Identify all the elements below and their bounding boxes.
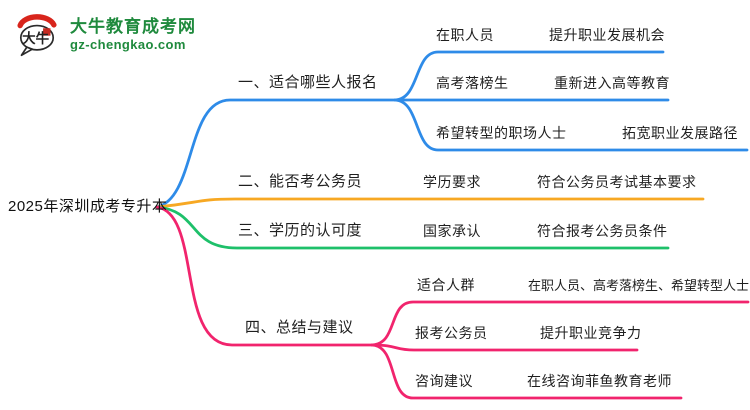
branch-2-child-1-leaf: 符合公务员考试基本要求: [537, 174, 697, 190]
branch-4-child-1-node: 适合人群: [417, 277, 475, 293]
branch-4-child-1-leaf: 在职人员、高考落榜生、希望转型人士: [528, 278, 750, 293]
branch-4-child-3-node: 咨询建议: [415, 373, 473, 389]
branch-4-child-3-leaf: 在线咨询菲鱼教育老师: [527, 373, 672, 389]
branch-1-child-3-line: [393, 98, 749, 152]
branch-2-line: [155, 197, 705, 209]
logo-text: 大牛教育成考网 gz-chengkao.com: [70, 17, 196, 53]
logo-bubble-icon: 大牛: [17, 14, 57, 57]
branch-4-child-3-line: [370, 343, 683, 400]
branch-1-child-3-node: 希望转型的职场人士: [436, 125, 567, 141]
branch-1-label: 一、适合哪些人报名: [238, 74, 378, 91]
branch-1-child-3-leaf: 拓宽职业发展路径: [622, 125, 738, 141]
branch-1-child-2-leaf: 重新进入高等教育: [554, 75, 670, 91]
site-logo: 大牛 大牛教育成考网 gz-chengkao.com: [10, 8, 196, 62]
branch-4-child-1-line: [370, 300, 750, 347]
branch-4-child-2-line: [370, 343, 639, 352]
branch-3-label: 三、学历的认可度: [238, 222, 363, 239]
branch-4-child-2-node: 报考公务员: [415, 325, 488, 341]
branch-2-child-1-node: 学历要求: [423, 174, 481, 190]
root-node: 2025年深圳成考专升本: [8, 198, 168, 215]
branch-4-label: 四、总结与建议: [245, 319, 354, 336]
logo-icon-text: 大牛: [22, 30, 49, 46]
site-name: 大牛教育成考网: [70, 17, 196, 36]
site-url: gz-chengkao.com: [70, 37, 186, 52]
branch-1-line: [155, 98, 670, 209]
branch-1-child-1-line: [393, 50, 665, 102]
branch-4-child-2-leaf: 提升职业竞争力: [540, 325, 642, 341]
branch-1-child-1-leaf: 提升职业发展机会: [549, 27, 665, 43]
branch-3-child-1-node: 国家承认: [423, 223, 481, 239]
branch-3-child-1-leaf: 符合报考公务员条件: [537, 223, 668, 239]
branch-2-label: 二、能否考公务员: [238, 173, 363, 190]
branch-4-line: [155, 205, 374, 347]
branch-1-child-2-node: 高考落榜生: [436, 75, 509, 91]
branch-3-line: [155, 205, 670, 250]
branch-1-child-1-node: 在职人员: [436, 27, 494, 43]
